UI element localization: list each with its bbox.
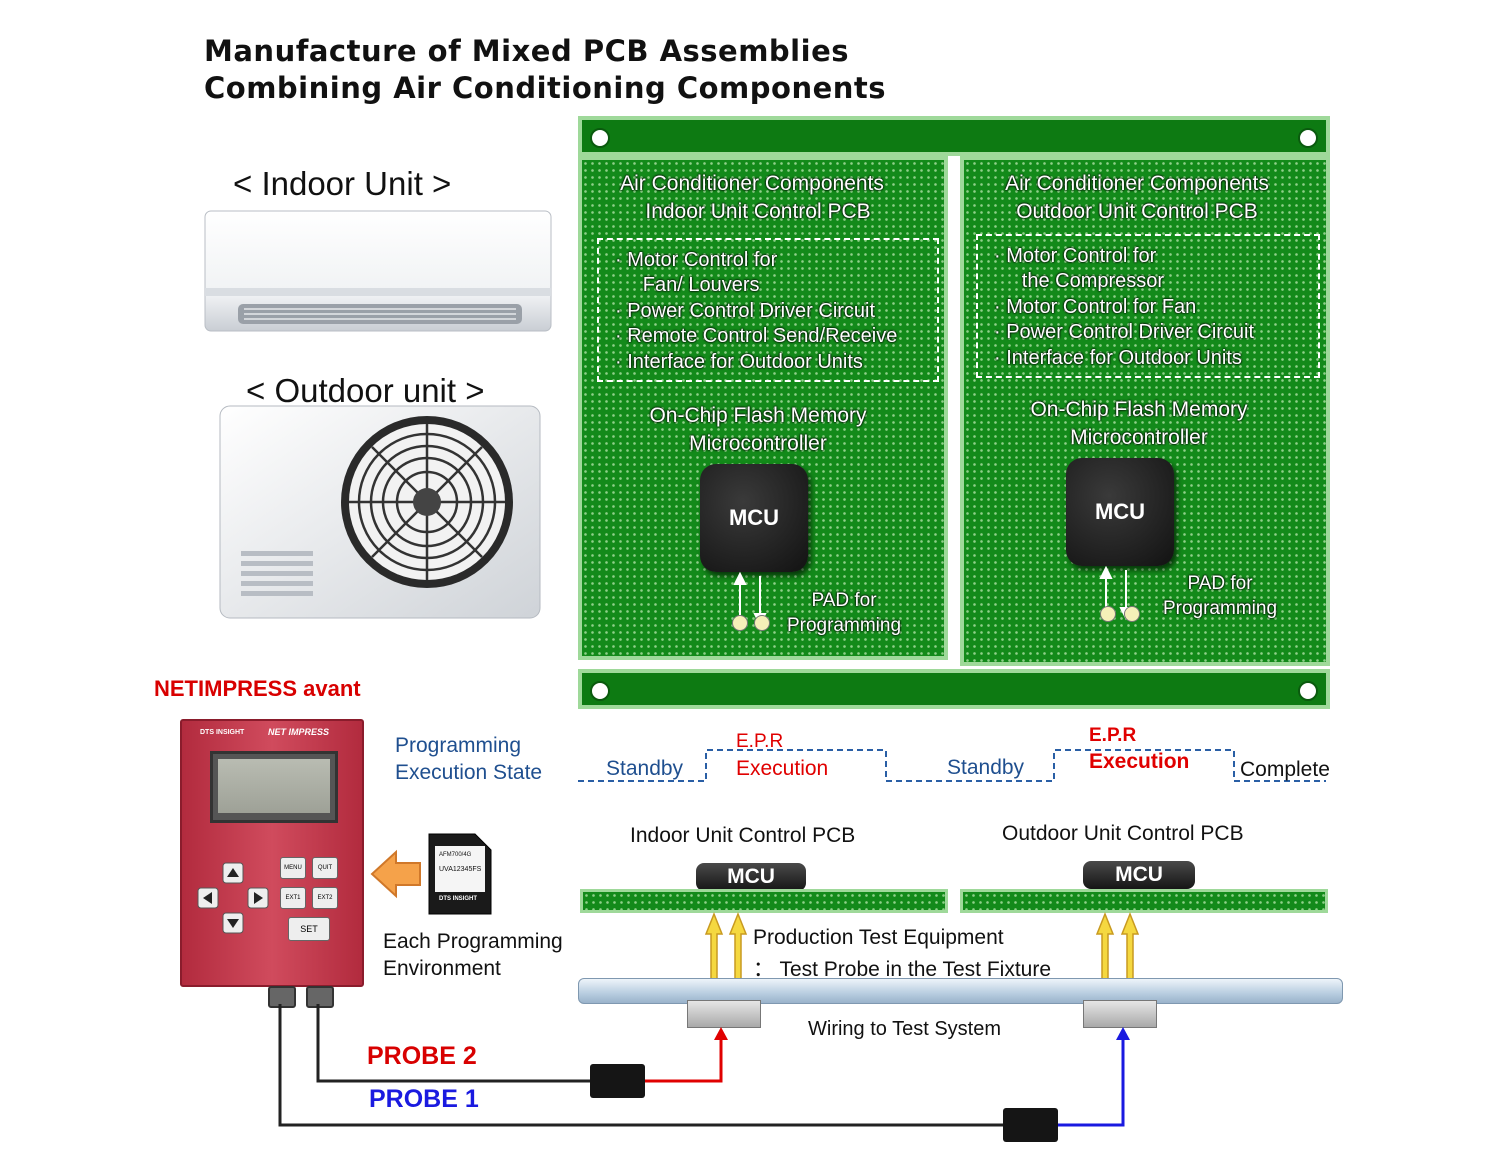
epr-1-label: E.P.R bbox=[736, 731, 784, 752]
environment-line-2: Environment bbox=[383, 957, 501, 980]
fixture-indoor-pcb bbox=[580, 889, 948, 913]
outdoor-function-5: · Interface for Outdoor Units bbox=[994, 347, 1242, 369]
indoor-function-box: · Motor Control for Fan/ Louvers · Power… bbox=[597, 238, 939, 382]
indoor-memory-line-1: On-Chip Flash Memory bbox=[649, 404, 867, 427]
outdoor-pcb-heading-1: Air Conditioner Components bbox=[1005, 172, 1269, 195]
outdoor-pad-label-1: PAD for bbox=[1187, 573, 1253, 594]
probe-2-label: PROBE 2 bbox=[367, 1042, 477, 1070]
indoor-unit-image bbox=[204, 210, 552, 332]
probe-1-label: PROBE 1 bbox=[369, 1085, 479, 1113]
test-fixture-bar bbox=[578, 978, 1343, 1004]
programming-pad bbox=[1100, 606, 1116, 622]
epr-1-execution: Execution bbox=[736, 757, 829, 780]
indoor-function-1: · Motor Control for bbox=[615, 249, 778, 271]
outdoor-unit-image bbox=[219, 405, 541, 619]
outdoor-unit-label: < Outdoor unit > bbox=[246, 372, 485, 409]
programmer-title: NETIMPRESS avant bbox=[154, 676, 361, 701]
outdoor-memory-line-1: On-Chip Flash Memory bbox=[1030, 398, 1248, 421]
execution-label-1: Programming bbox=[395, 734, 522, 757]
netimpress-programmer[interactable]: DTS INSIGHT NET IMPRESS MENU QUIT EXT1 E… bbox=[180, 719, 364, 987]
fixture-indoor-mcu: MCU bbox=[696, 863, 806, 891]
programming-pad bbox=[732, 615, 748, 631]
outdoor-function-3: · Motor Control for Fan bbox=[994, 296, 1197, 318]
probe-1-connector-box bbox=[1003, 1108, 1058, 1142]
fixture-block bbox=[1083, 1000, 1157, 1028]
indoor-control-pcb: Air Conditioner Components Indoor Unit C… bbox=[578, 156, 948, 660]
programmer-brand: DTS INSIGHT bbox=[200, 729, 245, 736]
set-button[interactable]: SET bbox=[288, 917, 330, 941]
pcb-bottom-rail bbox=[578, 669, 1330, 709]
indoor-function-3: · Power Control Driver Circuit bbox=[615, 300, 876, 322]
mounting-hole bbox=[590, 128, 610, 148]
title-line-1: Manufacture of Mixed PCB Assemblies bbox=[204, 34, 849, 68]
indoor-function-4: · Remote Control Send/Receive bbox=[615, 325, 898, 347]
fixture-outdoor-mcu: MCU bbox=[1083, 861, 1195, 889]
fixture-outdoor-label: Outdoor Unit Control PCB bbox=[1002, 822, 1244, 845]
indoor-function-5: · Interface for Outdoor Units bbox=[615, 351, 863, 373]
programmer-model: NET IMPRESS bbox=[268, 727, 330, 737]
standby-2: Standby bbox=[947, 756, 1025, 779]
indoor-pad-label-2: Programming bbox=[786, 615, 902, 636]
probe-connector bbox=[268, 986, 296, 1008]
outdoor-function-2: the Compressor bbox=[994, 270, 1165, 292]
orange-left-arrow-icon bbox=[370, 848, 422, 900]
ext2-button[interactable]: EXT2 bbox=[312, 887, 338, 909]
dpad-control[interactable] bbox=[196, 861, 270, 935]
sd-brand: DTS INSIGHT bbox=[439, 896, 478, 902]
wiring-label: Wiring to Test System bbox=[808, 1018, 1002, 1040]
test-probe-arrows bbox=[700, 911, 1145, 992]
indoor-memory-line-2: Microcontroller bbox=[689, 432, 827, 455]
outdoor-control-pcb: Air Conditioner Components Outdoor Unit … bbox=[960, 156, 1330, 666]
execution-waveform bbox=[578, 746, 1330, 784]
outdoor-pad-label-2: Programming bbox=[1162, 598, 1278, 619]
indoor-function-2: Fan/ Louvers bbox=[615, 274, 760, 296]
fixture-block bbox=[687, 1000, 761, 1028]
ext1-button[interactable]: EXT1 bbox=[280, 887, 306, 909]
mounting-hole bbox=[1298, 681, 1318, 701]
execution-label-2: Execution State bbox=[395, 761, 543, 784]
sd-card[interactable]: AFM700/4G UVA12345FS DTS INSIGHT bbox=[427, 832, 493, 916]
outdoor-function-box: · Motor Control for the Compressor · Mot… bbox=[976, 234, 1320, 378]
outdoor-mcu-chip: MCU bbox=[1066, 458, 1174, 566]
programmer-lcd-screen bbox=[210, 751, 338, 823]
probe-connector bbox=[306, 986, 334, 1008]
probe-2-connector-box bbox=[590, 1064, 645, 1098]
mounting-hole bbox=[590, 681, 610, 701]
indoor-pcb-heading-1: Air Conditioner Components bbox=[620, 172, 884, 195]
title-line-2: Combining Air Conditioning Components bbox=[204, 71, 887, 105]
indoor-pad-label-1: PAD for bbox=[811, 590, 877, 611]
epr-2-execution: Execution bbox=[1089, 750, 1190, 773]
quit-button[interactable]: QUIT bbox=[312, 857, 338, 879]
indoor-mcu-chip: MCU bbox=[700, 464, 808, 572]
outdoor-pcb-heading-2: Outdoor Unit Control PCB bbox=[1016, 200, 1258, 223]
sd-model: AFM700/4G bbox=[439, 852, 472, 858]
programming-pad bbox=[1124, 606, 1140, 622]
environment-line-1: Each Programming bbox=[383, 930, 563, 953]
standby-1: Standby bbox=[606, 757, 684, 780]
outdoor-memory-line-2: Microcontroller bbox=[1070, 426, 1208, 449]
equipment-line-2: ： Test Probe in the Test Fixture bbox=[753, 958, 1052, 981]
fixture-indoor-label: Indoor Unit Control PCB bbox=[630, 824, 856, 847]
indoor-unit-label: < Indoor Unit > bbox=[233, 165, 452, 202]
fixture-outdoor-pcb bbox=[960, 889, 1328, 913]
epr-2-label: E.P.R bbox=[1089, 725, 1137, 746]
outdoor-function-1: · Motor Control for bbox=[994, 245, 1157, 267]
mounting-hole bbox=[1298, 128, 1318, 148]
pcb-top-rail bbox=[578, 116, 1330, 156]
sd-id: UVA12345FS bbox=[439, 866, 482, 873]
indoor-pcb-heading-2: Indoor Unit Control PCB bbox=[645, 200, 871, 223]
outdoor-function-4: · Power Control Driver Circuit bbox=[994, 321, 1255, 343]
complete-state: Complete bbox=[1240, 758, 1330, 781]
programming-pad bbox=[754, 615, 770, 631]
menu-button[interactable]: MENU bbox=[280, 857, 306, 879]
equipment-line-1: Production Test Equipment bbox=[753, 926, 1004, 949]
